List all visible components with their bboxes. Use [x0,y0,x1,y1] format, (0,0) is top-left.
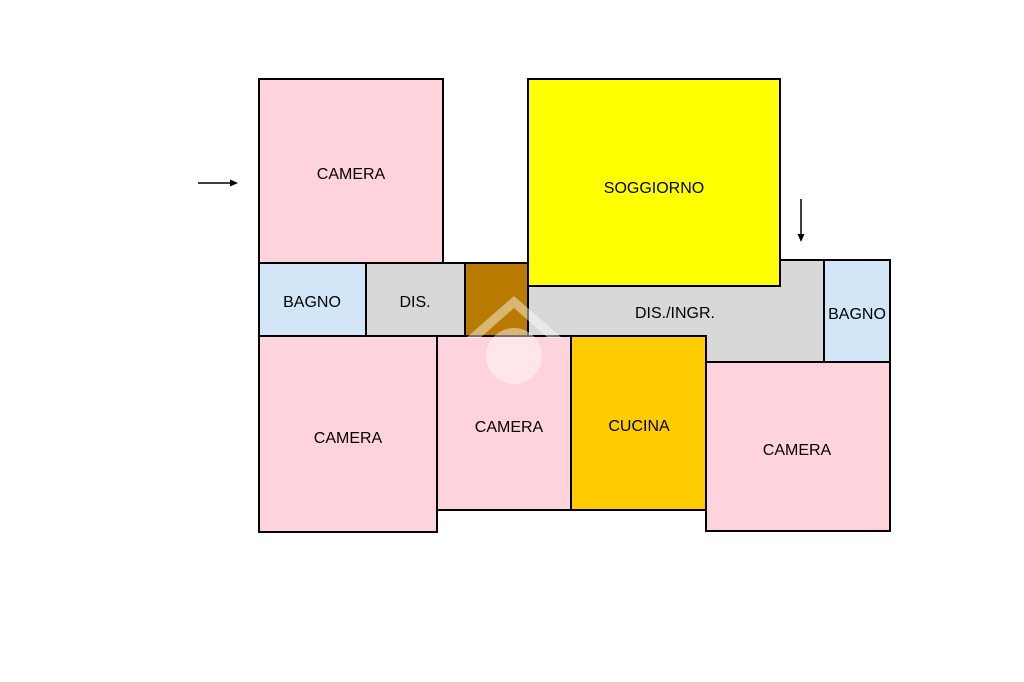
label-camera-bottom-left: CAMERA [314,430,383,447]
arrow-down-head [797,234,805,242]
room-camera-right [705,361,891,532]
room-labels: CAMERA SOGGIORNO BAGNO DIS. DIS./INGR. B… [283,166,886,459]
room-stair [464,262,529,337]
label-camera-right: CAMERA [763,442,832,459]
label-soggiorno: SOGGIORNO [604,180,704,197]
home-logo-watermark [466,296,562,384]
label-cucina: CUCINA [608,418,670,435]
label-dis-ingr: DIS./INGR. [635,305,715,322]
label-camera-middle: CAMERA [475,419,544,436]
room-camera-top-left [258,78,444,264]
label-camera-top-left: CAMERA [317,166,386,183]
label-bagno-left: BAGNO [283,294,341,311]
rooms [258,78,891,533]
watermark-circle [486,328,542,384]
entrance-arrow-left [198,179,238,187]
label-bagno-right: BAGNO [828,306,886,323]
room-cucina [570,335,707,511]
label-dis-left: DIS. [399,294,430,311]
room-soggiorno [527,78,781,287]
room-camera-middle [436,335,572,511]
entrance-arrow-top [797,199,805,242]
watermark-roof [466,296,562,338]
room-camera-bottom-left [258,335,438,533]
arrow-right-head [230,179,238,187]
